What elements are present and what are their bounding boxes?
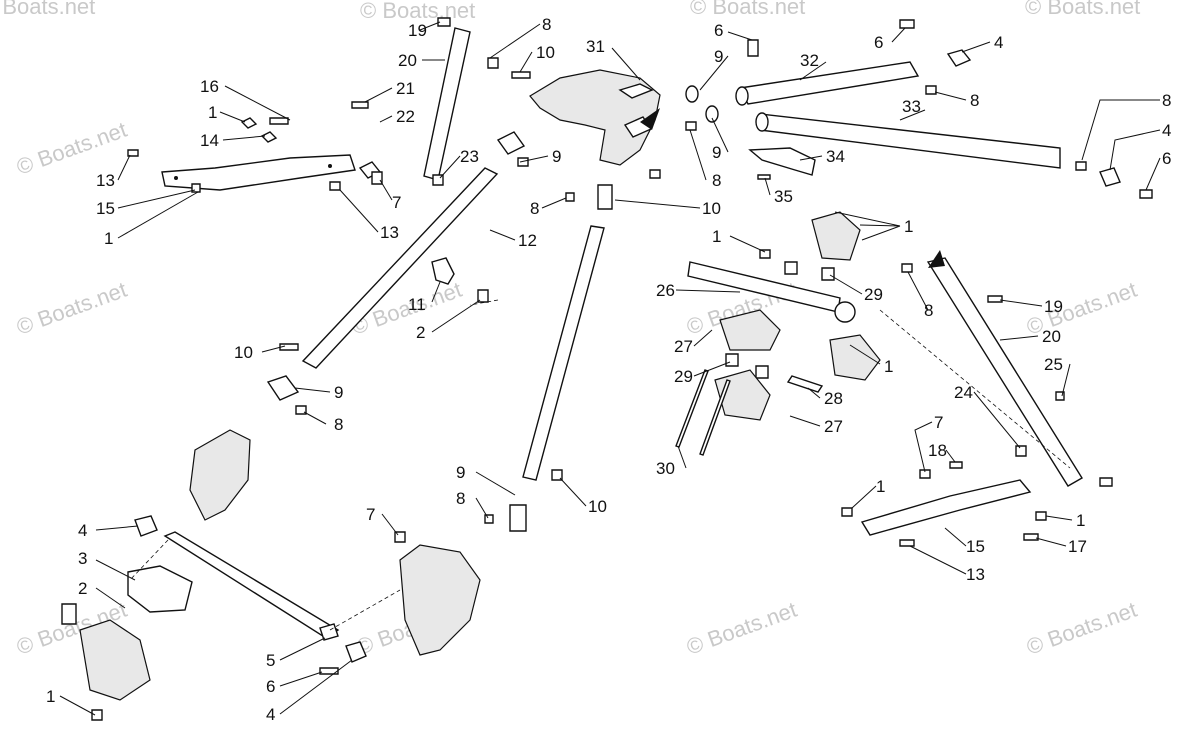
callout: 9 (714, 47, 723, 66)
mount-casting-center (399, 544, 481, 656)
callout: 20 (398, 51, 417, 70)
callout: 30 (656, 459, 675, 478)
callout: 8 (334, 415, 343, 434)
callout: 19 (408, 21, 427, 40)
callout: 24 (954, 383, 973, 402)
callout: 3 (78, 549, 87, 568)
callout: 10 (536, 43, 555, 62)
leader-lines (59, 21, 1161, 716)
callout: 6 (266, 677, 275, 696)
callout: 9 (552, 147, 561, 166)
callout: 6 (1162, 149, 1171, 168)
callout: 7 (392, 193, 401, 212)
callout: 9 (456, 463, 465, 482)
mount-casting-left (189, 429, 251, 521)
callout: 23 (460, 147, 479, 166)
callout: 17 (1068, 537, 1087, 556)
tube-32 (738, 61, 920, 105)
watermark: © Boats.net (1025, 0, 1140, 19)
callout: 4 (266, 705, 275, 724)
part-drawings (61, 17, 1153, 721)
tube-12-right (522, 225, 605, 481)
callout-numbers: 19 8 10 31 6 6 4 20 9 32 8 16 21 33 8 1 … (46, 15, 1171, 724)
callout: 1 (1076, 511, 1085, 530)
callout: 28 (824, 389, 843, 408)
callout: 7 (366, 505, 375, 524)
callout: 8 (542, 15, 551, 34)
callout: 4 (1162, 121, 1171, 140)
callout: 27 (674, 337, 693, 356)
callout: 35 (774, 187, 793, 206)
callout: 7 (934, 413, 943, 432)
watermark: © Boats.net (13, 277, 130, 340)
callout: 2 (78, 579, 87, 598)
callout: 1 (884, 357, 893, 376)
callout: 1 (208, 103, 217, 122)
callout: 27 (824, 417, 843, 436)
callout: 19 (1044, 297, 1063, 316)
callout: 13 (380, 223, 399, 242)
watermark: © Boats.net (690, 0, 805, 19)
callout: 1 (876, 477, 885, 496)
callout: 5 (266, 651, 275, 670)
callout: 9 (334, 383, 343, 402)
callout: 34 (826, 147, 845, 166)
callout: 12 (518, 231, 537, 250)
callout: 8 (456, 489, 465, 508)
callout: 13 (96, 171, 115, 190)
callout: 1 (46, 687, 55, 706)
callout: 18 (928, 441, 947, 460)
callout: 11 (408, 295, 426, 314)
callout: 10 (702, 199, 721, 218)
callout: 22 (396, 107, 415, 126)
callout: 9 (712, 143, 721, 162)
watermark: © Boats.net (1023, 597, 1140, 660)
callout: 1 (712, 227, 721, 246)
watermark: © Boats.net (683, 597, 800, 660)
callout: 15 (96, 199, 115, 218)
callout: 33 (902, 97, 921, 116)
callout: 32 (800, 51, 819, 70)
callout: 2 (416, 323, 425, 342)
spring-28 (786, 375, 824, 393)
watermark: © Boats.net (360, 0, 475, 23)
callout: 8 (712, 171, 721, 190)
callout: 21 (396, 79, 415, 98)
callout: 15 (966, 537, 985, 556)
callout: 6 (714, 21, 723, 40)
callout: 4 (78, 521, 87, 540)
watermark: © Boats.net (0, 0, 95, 19)
bracket-34 (748, 147, 816, 176)
callout: 29 (674, 367, 693, 386)
callout: 13 (966, 565, 985, 584)
callout: 8 (1162, 91, 1171, 110)
callout: 1 (904, 217, 913, 236)
tube-12-left (301, 167, 499, 369)
bracket-15-upper (161, 154, 356, 191)
callout: 6 (874, 33, 883, 52)
callout: 25 (1044, 355, 1063, 374)
callout: 8 (530, 199, 539, 218)
assembly-left (79, 619, 151, 701)
mount-3 (127, 565, 193, 613)
callout: 10 (588, 497, 607, 516)
callout: 29 (864, 285, 883, 304)
callout: 10 (234, 343, 253, 362)
callout: 16 (200, 77, 219, 96)
watermark: © Boats.net (1023, 277, 1140, 340)
callout: 20 (1042, 327, 1061, 346)
callout: 8 (924, 301, 933, 320)
callout: 8 (970, 91, 979, 110)
callout: 26 (656, 281, 675, 300)
arrow-marker (640, 108, 660, 130)
arrow-marker (928, 250, 945, 268)
callout: 31 (586, 37, 605, 56)
bracket-15-lower (860, 479, 1032, 536)
bar-5 (163, 531, 340, 639)
callout: 14 (200, 131, 219, 150)
callout: 4 (994, 33, 1003, 52)
callout: 1 (104, 229, 113, 248)
